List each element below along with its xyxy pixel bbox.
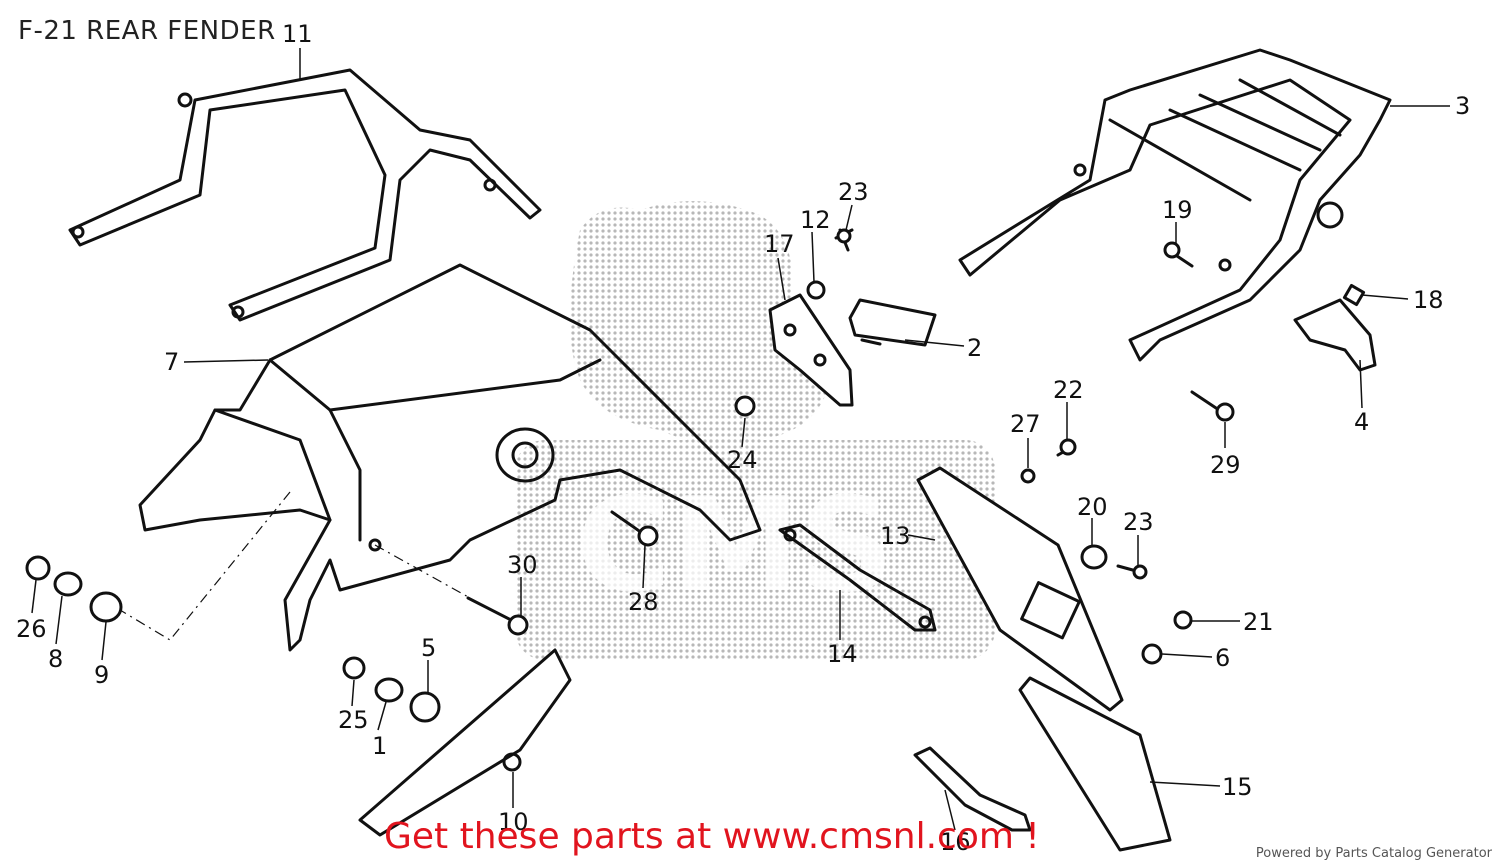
part-bolt-19 <box>1163 241 1194 268</box>
part-stay-16 <box>913 746 1032 832</box>
part-bracket-17 <box>768 293 854 407</box>
part-license-plate-15 <box>1018 676 1172 852</box>
callout-10: 10 <box>498 808 529 836</box>
part-nut-12 <box>806 280 826 300</box>
callout-17: 17 <box>764 230 795 258</box>
callout-7: 7 <box>164 348 179 376</box>
part-clip-18 <box>1342 283 1366 307</box>
callout-29: 29 <box>1210 451 1241 479</box>
callout-1: 1 <box>372 732 387 760</box>
callout-16: 16 <box>940 828 971 856</box>
callout-28: 28 <box>628 588 659 616</box>
callout-11: 11 <box>282 20 313 48</box>
callout-24: 24 <box>727 446 758 474</box>
callout-19: 19 <box>1162 196 1193 224</box>
part-license-bracket-13 <box>916 466 1124 712</box>
part-cap-4 <box>1293 298 1377 372</box>
callout-14: 14 <box>827 640 858 668</box>
callout-20: 20 <box>1077 493 1108 521</box>
callout-labels: 11 3 23 12 17 19 18 7 2 4 22 27 24 29 20… <box>16 20 1470 856</box>
callout-9: 9 <box>94 661 109 689</box>
part-mudguard-10 <box>358 648 572 837</box>
part-rear-carrier <box>958 48 1392 362</box>
fasteners-right <box>1020 438 1193 665</box>
callout-21: 21 <box>1243 608 1274 636</box>
leader-lines <box>31 48 1450 831</box>
callout-3: 3 <box>1455 92 1470 120</box>
callout-23b: 23 <box>1123 508 1154 536</box>
callout-18: 18 <box>1413 286 1444 314</box>
callout-8: 8 <box>48 645 63 673</box>
callout-12: 12 <box>800 206 831 234</box>
diagram-title: F-21 REAR FENDER <box>18 16 276 46</box>
part-bolt-23a <box>834 228 854 252</box>
watermark-logo: CMS <box>515 201 995 660</box>
callout-5: 5 <box>421 634 436 662</box>
powered-by-footer: Powered by Parts Catalog Generator <box>1255 846 1492 861</box>
callout-2: 2 <box>967 334 982 362</box>
callout-15: 15 <box>1222 773 1253 801</box>
callout-30: 30 <box>507 551 538 579</box>
callout-26: 26 <box>16 615 47 643</box>
callout-22: 22 <box>1053 376 1084 404</box>
callout-27: 27 <box>1010 410 1041 438</box>
part-grab-bar <box>68 68 542 322</box>
callout-6: 6 <box>1215 644 1230 672</box>
part-reflector-2 <box>848 298 937 347</box>
part-stay-14 <box>778 523 937 632</box>
part-nut-24 <box>734 395 756 417</box>
callout-4: 4 <box>1354 408 1369 436</box>
part-rear-fender <box>138 263 762 652</box>
callout-25: 25 <box>338 706 369 734</box>
callout-13: 13 <box>880 522 911 550</box>
part-bolt-29 <box>1190 390 1235 422</box>
callout-23: 23 <box>838 178 869 206</box>
cta-link[interactable]: Get these parts at www.cmsnl.com ! <box>384 816 1040 857</box>
watermark-text: CMS <box>576 469 894 621</box>
fasteners-left <box>25 510 659 723</box>
